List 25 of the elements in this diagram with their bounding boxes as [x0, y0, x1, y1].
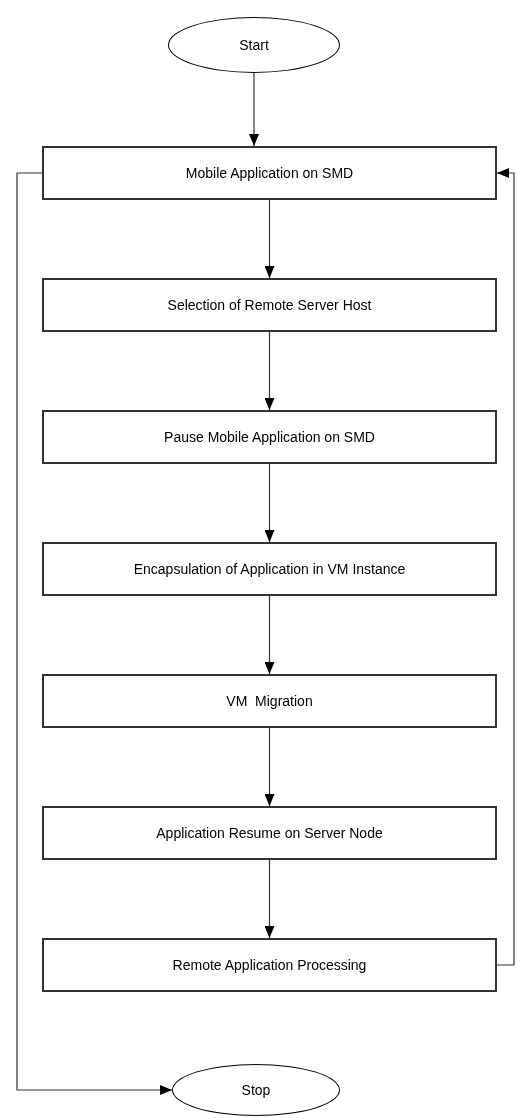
process-box — [42, 806, 497, 860]
arrow — [264, 595, 275, 675]
arrow — [264, 463, 275, 543]
node-label: Pause Mobile Application on SMD — [164, 427, 375, 447]
node-label: Selection of Remote Server Host — [167, 295, 372, 315]
arrow — [249, 72, 259, 147]
process-box — [42, 146, 497, 200]
arrow — [496, 168, 515, 966]
node-label: Stop — [241, 1080, 271, 1100]
process-box — [42, 542, 497, 596]
arrow — [264, 331, 275, 411]
node-label: Remote Application Processing — [172, 955, 367, 975]
arrow — [264, 199, 275, 279]
arrow — [264, 859, 275, 939]
node-label: Mobile Application on SMD — [185, 163, 354, 183]
process-box — [42, 278, 497, 332]
arrow — [264, 727, 275, 807]
node-label: VM Migration — [226, 691, 313, 711]
node-label: Application Resume on Server Node — [156, 823, 383, 843]
node-label: Encapsulation of Application in VM Instance — [133, 559, 406, 579]
process-box — [42, 674, 497, 728]
process-box — [42, 410, 497, 464]
arrow — [16, 172, 173, 1095]
node-label: Start — [239, 35, 269, 55]
process-box — [42, 938, 497, 992]
